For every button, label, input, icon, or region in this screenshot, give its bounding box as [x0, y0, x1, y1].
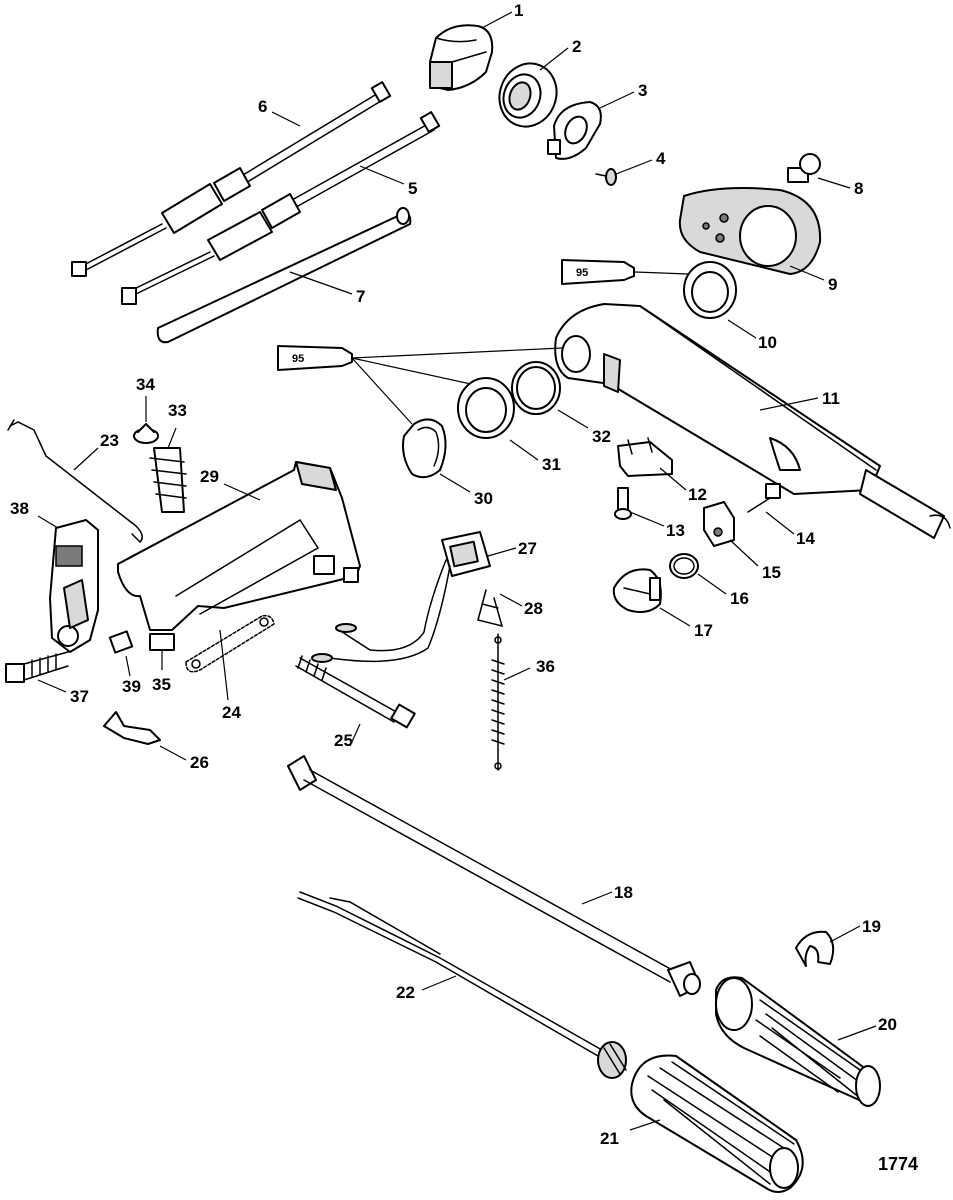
part-15-bracket [703, 501, 735, 547]
part-35-pad [149, 633, 175, 651]
callout-27: 27 [518, 539, 537, 558]
callout-31: 31 [542, 455, 561, 474]
part-2-pulley [498, 62, 558, 128]
part-6-gas-spring [71, 81, 392, 277]
callout-23: 23 [100, 431, 119, 450]
part-36-spring [491, 633, 505, 771]
part-29-bracket-housing [117, 461, 361, 631]
part-22-throttle-cable [297, 891, 627, 1079]
leader-lines [37, 11, 877, 1131]
part-31-bushing [457, 377, 515, 439]
part-20-grip-sleeve [715, 976, 881, 1107]
tube-label-upper: 95 [576, 267, 588, 279]
callout-33: 33 [168, 401, 187, 420]
part-4-screw [595, 168, 617, 186]
callout-8: 8 [854, 179, 863, 198]
part-14-bolt [747, 483, 781, 513]
part-34-clamp [133, 423, 159, 444]
callout-21: 21 [600, 1129, 619, 1148]
callout-30: 30 [474, 489, 493, 508]
part-13-screw [614, 487, 632, 520]
callout-22: 22 [396, 983, 415, 1002]
part-3-plate [547, 101, 602, 160]
callout-4: 4 [656, 149, 666, 168]
figure-id-number: 1774 [878, 1154, 918, 1174]
tube-label-middle: 95 [292, 353, 304, 365]
callout-19: 19 [862, 917, 881, 936]
sealant-tube-middle: 95 [277, 345, 563, 425]
part-9-cover-plate [678, 187, 822, 275]
part-19-clip [795, 930, 835, 967]
part-37-bolt [5, 651, 69, 683]
callout-38: 38 [10, 499, 29, 518]
part-1-clamp [429, 24, 494, 91]
callout-14: 14 [796, 529, 815, 548]
callout-5: 5 [408, 179, 417, 198]
callout-2: 2 [572, 37, 581, 56]
part-32-ring [511, 361, 561, 415]
callout-36: 36 [536, 657, 555, 676]
callout-10: 10 [758, 333, 777, 352]
part-7-rod [156, 207, 412, 344]
callout-12: 12 [688, 485, 707, 504]
part-30-o-ring [402, 418, 447, 479]
part-33-spring [149, 447, 187, 513]
callout-29: 29 [200, 467, 219, 486]
callout-20: 20 [878, 1015, 897, 1034]
part-16-spring-clip [669, 553, 699, 579]
part-28-retainer [477, 589, 504, 628]
part-17-knob [612, 568, 662, 613]
callout-26: 26 [190, 753, 209, 772]
part-12-clip [617, 437, 673, 477]
callout-18: 18 [614, 883, 633, 902]
part-21-throttle-grip [630, 1054, 804, 1193]
callout-17: 17 [694, 621, 713, 640]
part-27-switch [311, 531, 491, 663]
callout-15: 15 [762, 563, 781, 582]
callout-11: 11 [822, 389, 840, 408]
callout-37: 37 [70, 687, 89, 706]
part-23-link-rod [7, 419, 143, 544]
callout-34: 34 [136, 375, 155, 394]
callout-1: 1 [514, 1, 523, 20]
callout-labels: 1 2 3 4 5 6 7 8 9 10 11 12 13 14 15 16 1… [10, 1, 897, 1148]
part-26-clip [103, 711, 161, 745]
callout-16: 16 [730, 589, 749, 608]
callout-3: 3 [638, 81, 647, 100]
callout-28: 28 [524, 599, 543, 618]
sealant-tube-upper: 95 [561, 259, 689, 285]
part-5-gas-spring [121, 111, 441, 305]
part-11-tiller-arm [554, 303, 951, 539]
part-18-cable [287, 755, 701, 997]
callout-39: 39 [122, 677, 141, 696]
part-39-pin [108, 630, 134, 654]
part-25-long-bolt [295, 655, 416, 729]
callout-24: 24 [222, 703, 241, 722]
callout-13: 13 [666, 521, 685, 540]
part-10-washer [683, 261, 737, 319]
callout-32: 32 [592, 427, 611, 446]
part-38-shift-lever [49, 519, 99, 653]
callout-7: 7 [356, 287, 365, 306]
callout-35: 35 [152, 675, 171, 694]
callout-9: 9 [828, 275, 837, 294]
callout-6: 6 [258, 97, 267, 116]
part-24-gasket [185, 614, 275, 673]
callout-25: 25 [334, 731, 353, 750]
part-8-bolt [787, 153, 821, 183]
